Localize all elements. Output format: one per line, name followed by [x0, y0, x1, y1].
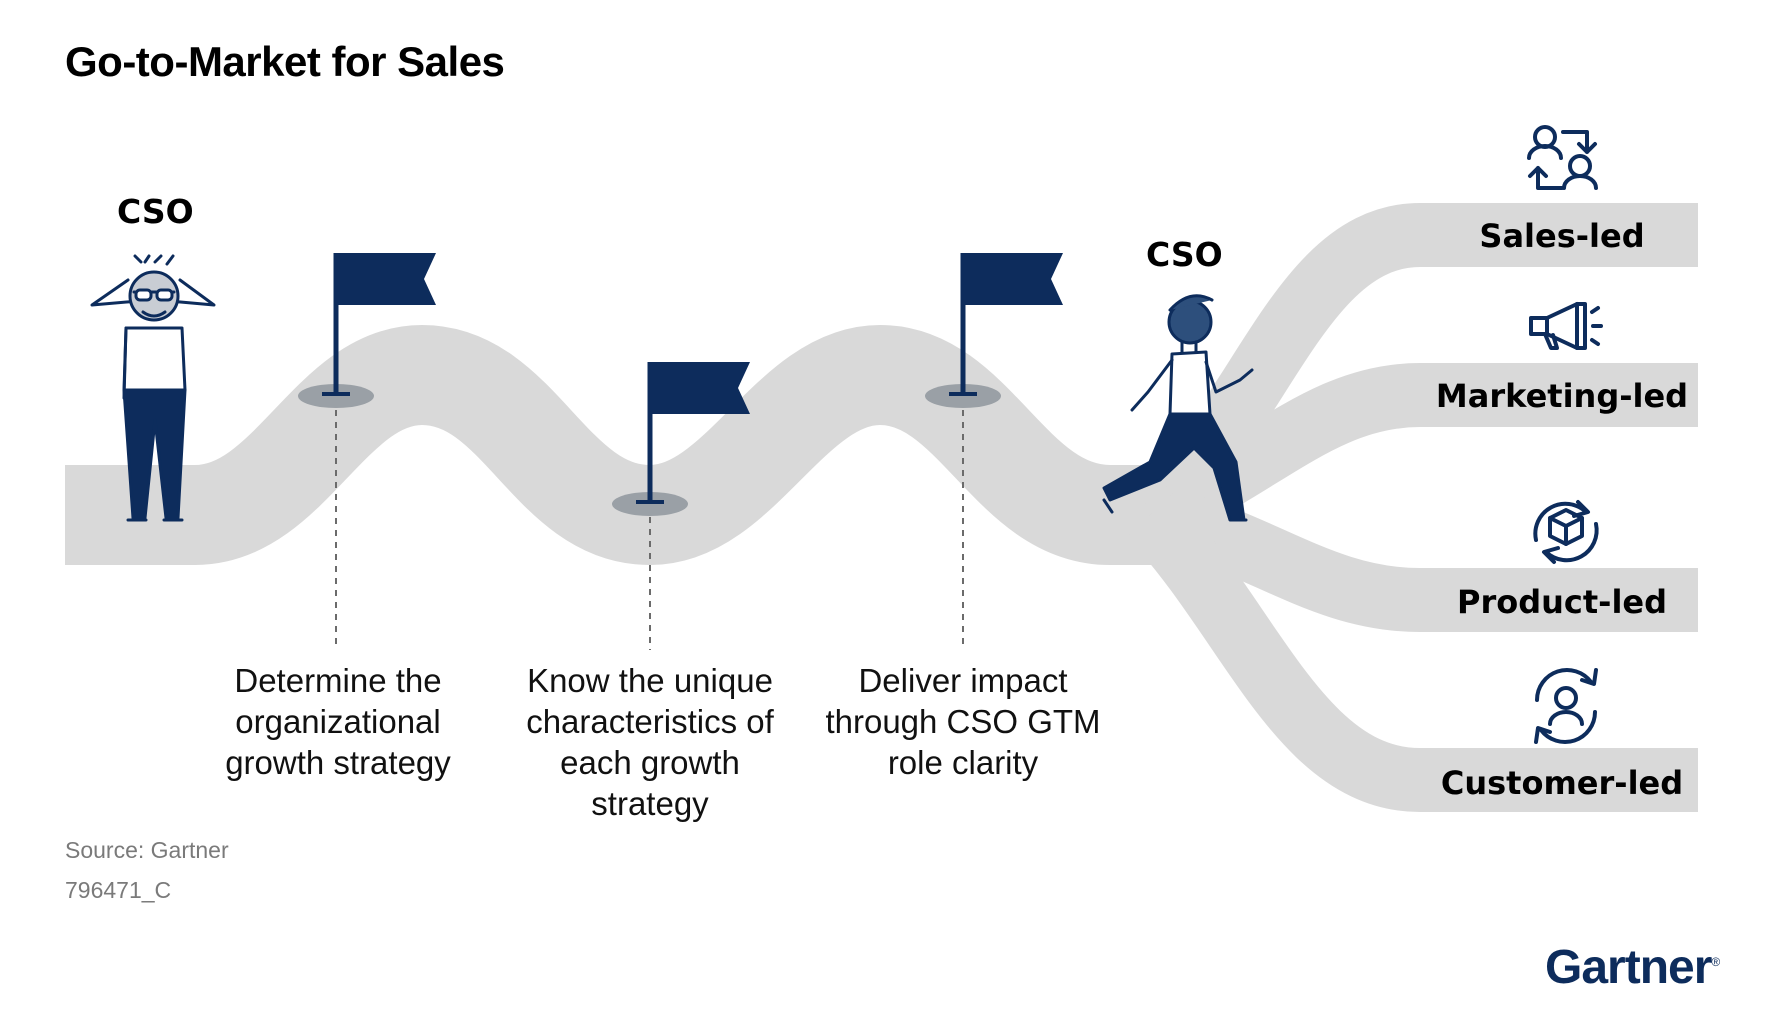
flag-2-icon — [612, 362, 750, 516]
cso-label-left: CSO — [117, 192, 194, 231]
leader-lines — [335, 398, 964, 650]
flag-1-icon — [298, 253, 436, 408]
branch-customer-led: Customer-led — [1440, 764, 1684, 802]
walking-cso-figure — [1102, 294, 1254, 522]
source-note: Source: Gartner — [65, 837, 229, 863]
gartner-logo: Gartner® — [1545, 941, 1720, 994]
brand-name: Gartner — [1545, 941, 1712, 994]
people-swap-icon — [1527, 125, 1598, 190]
step-1-label: Determine the organizational growth stra… — [225, 662, 451, 781]
step-2-label: Know the unique characteristics of each … — [526, 662, 774, 822]
cso-label-right: CSO — [1146, 235, 1223, 274]
page-title: Go-to-Market for Sales — [65, 38, 505, 85]
customer-cycle-icon — [1534, 668, 1598, 744]
branch-product-led: Product-led — [1456, 583, 1668, 621]
branch-marketing-led: Marketing-led — [1435, 377, 1689, 415]
flag-3-icon — [925, 253, 1063, 408]
stressed-cso-figure — [90, 254, 216, 522]
product-cycle-icon — [1533, 500, 1599, 564]
branch-sales-led: Sales-led — [1479, 217, 1645, 255]
megaphone-icon — [1529, 302, 1603, 350]
road-branches — [1126, 203, 1698, 812]
document-id: 796471_C — [65, 877, 172, 903]
step-3-label: Deliver impact through CSO GTM role clar… — [825, 662, 1101, 781]
road-path — [65, 324, 1170, 566]
